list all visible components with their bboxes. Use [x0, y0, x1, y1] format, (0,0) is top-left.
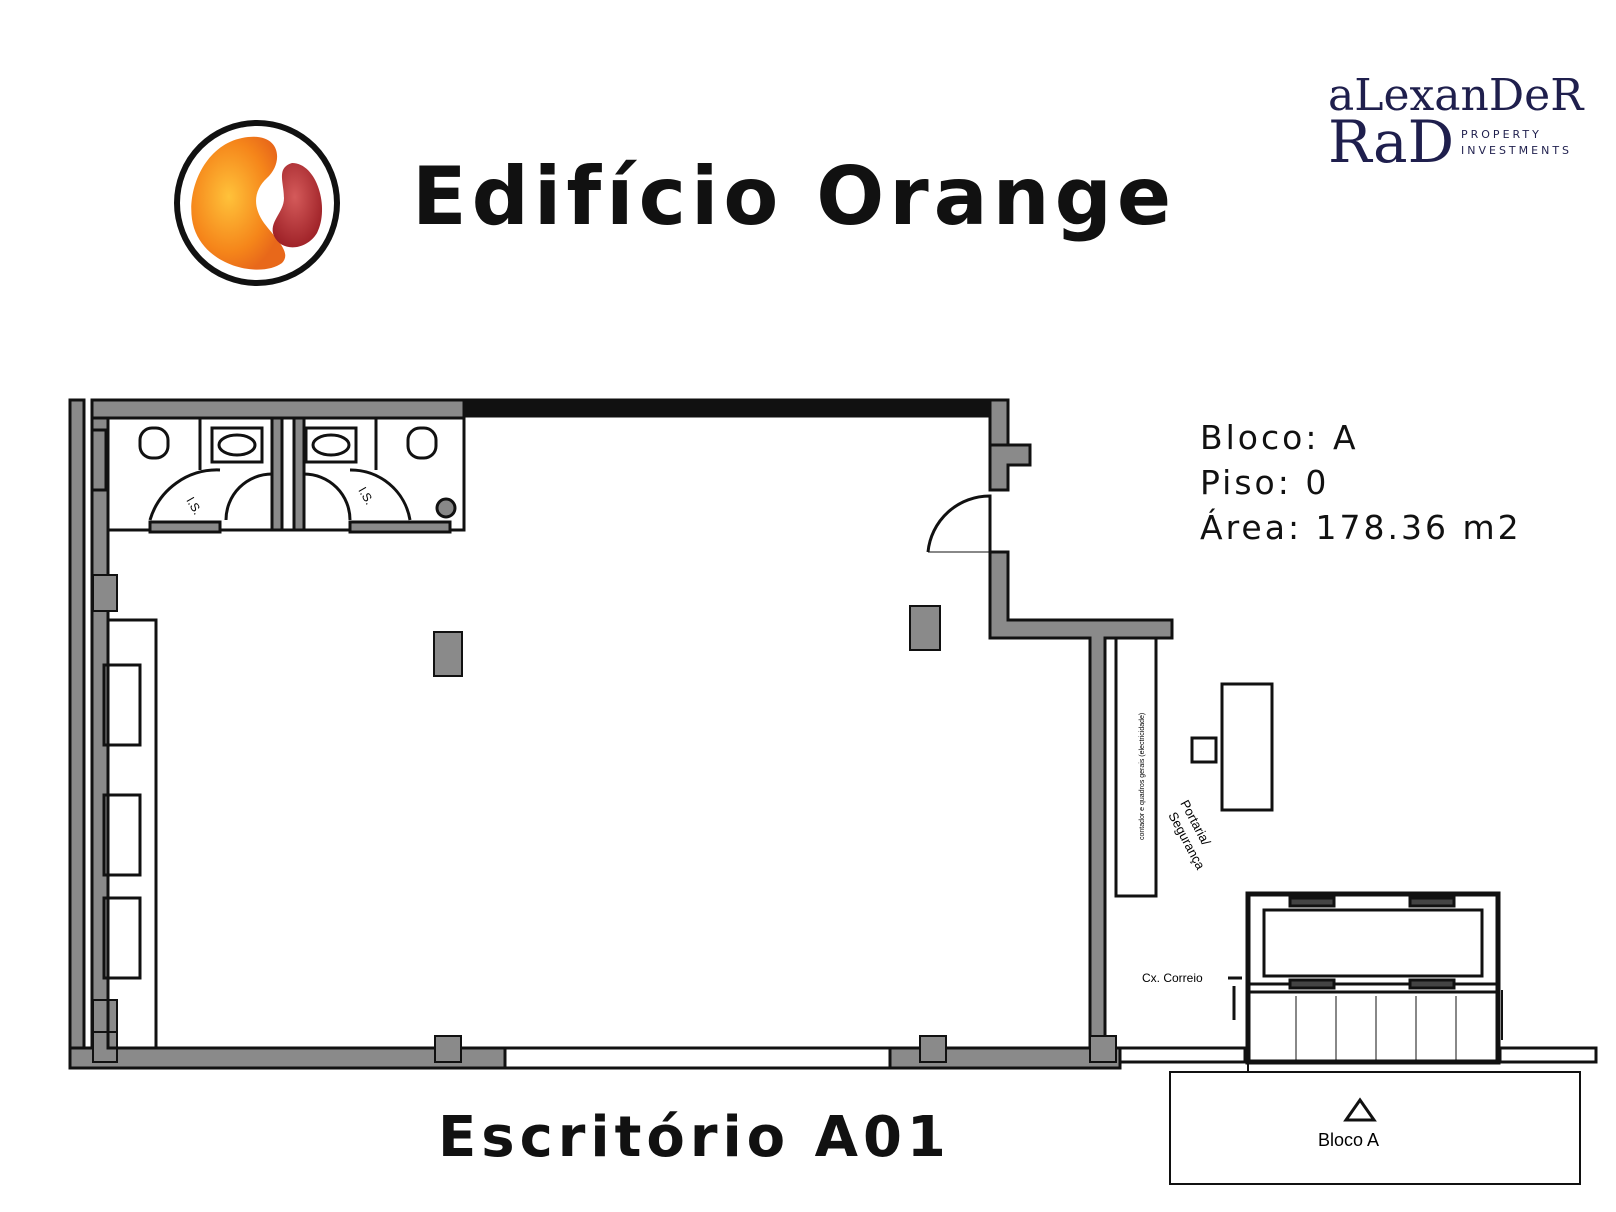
bloco-a-entrance — [1169, 1062, 1581, 1185]
wc-block — [106, 416, 466, 534]
mailbox-mark — [1228, 976, 1242, 1020]
brand-sub-2: INVESTMENTS — [1461, 144, 1573, 157]
cx-correio-label: Cx. Correio — [1142, 971, 1203, 985]
elevator-block — [1245, 891, 1596, 1065]
columns — [92, 574, 1117, 1063]
wc-left-label: I.S. — [183, 495, 204, 518]
electric-panel-note: contador e quadros gerais (electricidade… — [1139, 713, 1146, 840]
security-desk — [1220, 682, 1274, 812]
unit-caption: Escritório A01 — [438, 1105, 951, 1170]
entry-door — [926, 494, 992, 553]
info-area: Área: 178.36 m2 — [1200, 508, 1522, 547]
bloco-a-sign: Bloco A — [1318, 1130, 1379, 1150]
alexander-rad-brand-logo: aLexanDeR RaD PROPERTY INVESTMENTS — [1328, 70, 1588, 176]
outer-walls — [68, 398, 1598, 1070]
window-bays — [90, 428, 158, 1050]
brand-line-2: RaD — [1328, 108, 1455, 176]
wc-right-label: I.S. — [355, 485, 376, 508]
page-title: Edifício Orange — [412, 150, 1177, 243]
security-chair — [1190, 736, 1218, 764]
brand-sub-1: PROPERTY — [1461, 128, 1542, 141]
electric-panel — [1114, 636, 1158, 898]
info-piso: Piso: 0 — [1200, 463, 1330, 502]
brand-line-1: aLexanDeR — [1328, 70, 1584, 121]
info-bloco: Bloco: A — [1200, 418, 1359, 457]
north-arrow-icon — [1343, 1097, 1377, 1122]
edificio-orange-logo — [174, 120, 340, 286]
